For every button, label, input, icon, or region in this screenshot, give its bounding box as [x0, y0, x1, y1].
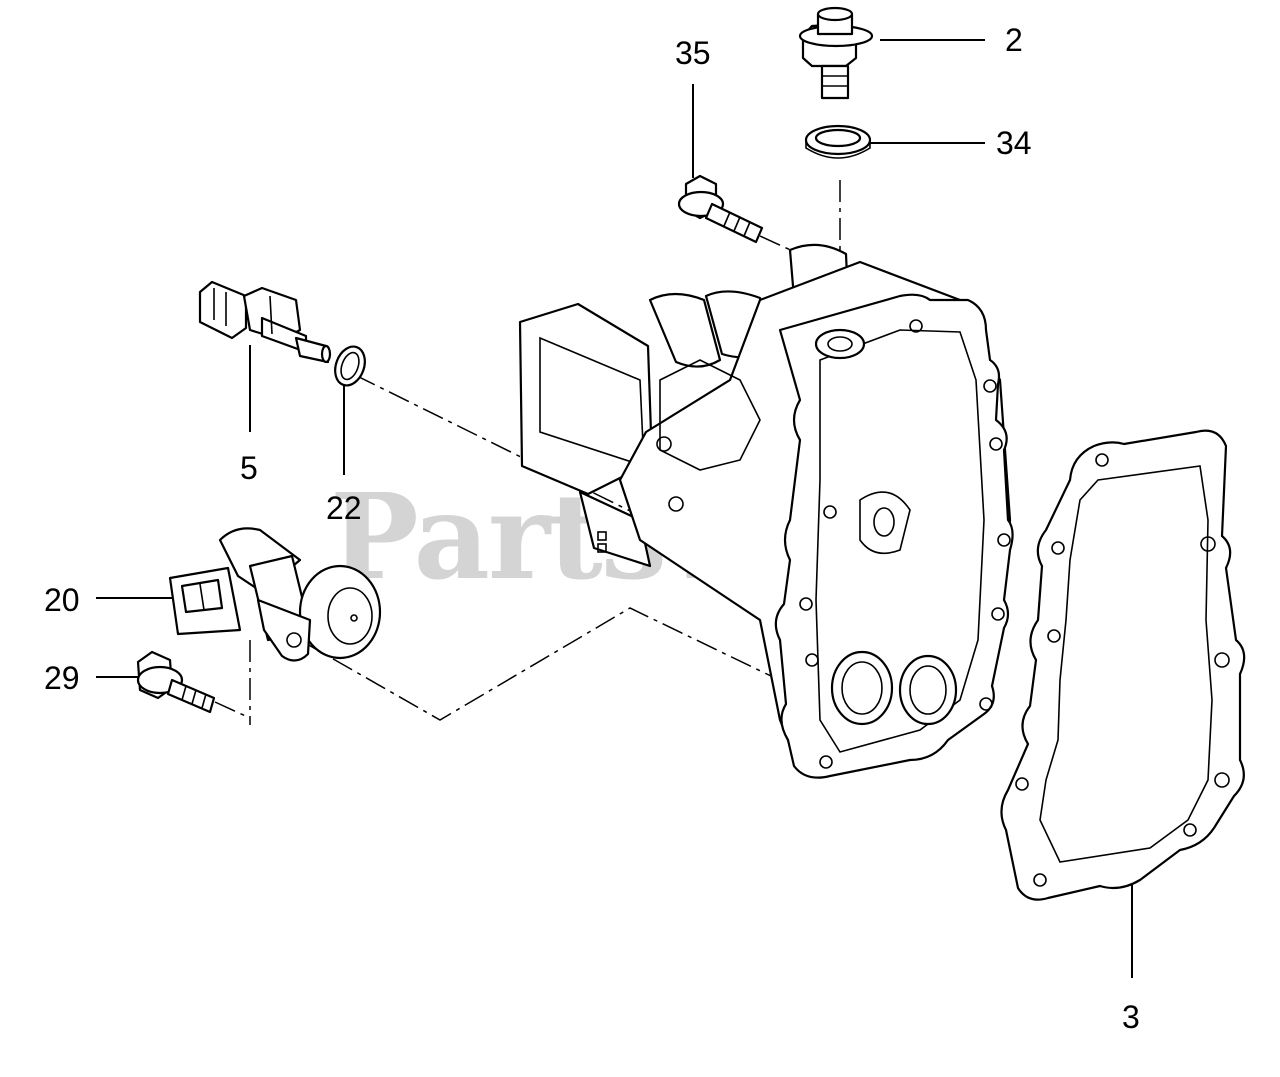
o-ring-22: [334, 345, 366, 387]
flange-bolt-35: [677, 174, 764, 244]
pressure-sensor: [198, 280, 332, 364]
valve-body-housing: [518, 243, 1014, 779]
callout-29: 29: [44, 660, 80, 696]
drain-plug-bolt: [798, 6, 874, 100]
speed-sensor: [168, 527, 382, 662]
sealing-washer: [804, 124, 872, 159]
callout-22: 22: [326, 490, 362, 526]
callout-35: 35: [675, 35, 711, 71]
callout-20: 20: [44, 582, 80, 618]
gasket: [1000, 429, 1246, 901]
callout-3: 3: [1122, 999, 1140, 1035]
callout-5: 5: [240, 450, 258, 486]
leader-lines: [96, 39, 1133, 978]
callout-2: 2: [1005, 22, 1023, 58]
flange-bolt-29: [136, 650, 216, 714]
callout-34: 34: [996, 125, 1032, 161]
